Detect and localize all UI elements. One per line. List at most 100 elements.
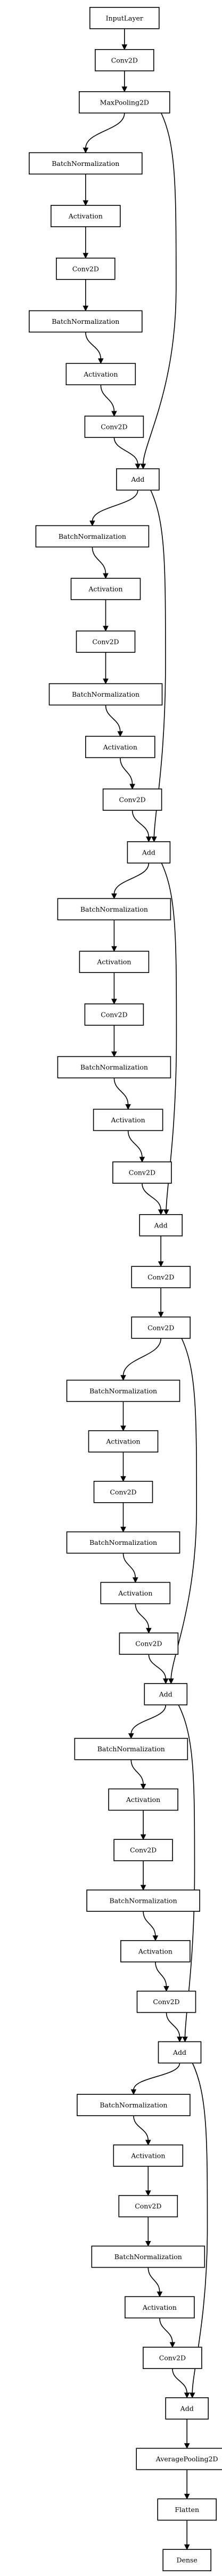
arrowhead-icon xyxy=(129,784,135,790)
node-activation: Activation xyxy=(120,1940,191,1963)
node-batchnormalization: BatchNormalization xyxy=(35,525,150,548)
arrowhead-icon xyxy=(158,1312,164,1318)
node-conv2d: Conv2D xyxy=(131,1266,191,1288)
edge xyxy=(113,437,138,465)
node-label: BatchNormalization xyxy=(97,1745,165,1753)
node-batchnormalization: BatchNormalization xyxy=(28,310,143,333)
node-box xyxy=(28,152,143,175)
edge xyxy=(131,810,150,838)
node-add: Add xyxy=(127,841,171,864)
node-batchnormalization: BatchNormalization xyxy=(48,683,163,706)
node-batchnormalization: BatchNormalization xyxy=(28,152,143,175)
node-label: Add xyxy=(159,1690,172,1698)
node-conv2d: Conv2D xyxy=(143,2347,202,2369)
edge xyxy=(113,863,150,895)
node-box xyxy=(127,841,171,864)
node-box xyxy=(165,2397,209,2420)
node-batchnormalization: BatchNormalization xyxy=(57,898,171,921)
node-label: BatchNormalization xyxy=(52,159,119,168)
node-box xyxy=(119,1632,179,1655)
node-label: Conv2D xyxy=(110,1488,136,1496)
node-box xyxy=(120,1940,191,1963)
arrowhead-icon xyxy=(145,2241,151,2247)
node-label: Activation xyxy=(88,585,122,593)
node-label: BatchNormalization xyxy=(89,1387,157,1395)
node-box xyxy=(88,1430,159,1453)
node-label: Flatten xyxy=(175,2506,199,2514)
edge xyxy=(92,547,106,575)
node-box xyxy=(93,1481,153,1503)
node-box xyxy=(79,91,170,114)
node-conv2d: Conv2D xyxy=(119,1632,179,1655)
node-activation: Activation xyxy=(100,1582,171,1605)
arrowhead-icon xyxy=(120,1375,126,1381)
node-batchnormalization: BatchNormalization xyxy=(74,1737,188,1760)
node-label: Activation xyxy=(83,370,118,378)
node-label: InputLayer xyxy=(106,14,143,22)
node-label: BatchNormalization xyxy=(114,2253,182,2261)
node-box xyxy=(48,683,163,706)
arrowhead-icon xyxy=(139,1157,145,1163)
edge xyxy=(122,1553,136,1578)
node-label: Add xyxy=(180,2404,194,2412)
node-box xyxy=(157,2498,217,2521)
arrowhead-icon xyxy=(111,1051,117,1057)
arrowhead-icon xyxy=(151,836,157,842)
node-label: Activation xyxy=(96,958,131,966)
arrowhead-icon xyxy=(120,1527,126,1533)
node-label: MaxPooling2D xyxy=(100,98,149,106)
arrowhead-icon xyxy=(184,2493,190,2500)
node-conv2d: Conv2D xyxy=(118,2195,178,2218)
arrowhead-icon xyxy=(140,1885,146,1891)
node-flatten: Flatten xyxy=(157,2498,217,2521)
node-box xyxy=(66,1531,180,1554)
node-conv2d: Conv2D xyxy=(76,631,136,653)
node-label: Activation xyxy=(103,743,137,751)
node-label: Activation xyxy=(105,1438,140,1446)
node-box xyxy=(86,1889,200,1912)
node-box xyxy=(102,788,162,811)
node-label: BatchNormalization xyxy=(59,532,126,540)
node-label: Conv2D xyxy=(72,265,99,273)
node-dense: Dense xyxy=(162,2549,212,2572)
arrowhead-icon xyxy=(189,2392,195,2398)
arrowhead-icon xyxy=(158,1261,164,1267)
node-label: Activation xyxy=(138,1947,172,1955)
node-activation: Activation xyxy=(70,578,141,600)
node-label: Conv2D xyxy=(135,1640,162,1648)
node-conv2d: Conv2D xyxy=(131,1317,191,1339)
node-label: BatchNormalization xyxy=(80,905,148,913)
node-batchnormalization: BatchNormalization xyxy=(66,1531,180,1554)
skip-connection-edge xyxy=(192,2063,208,2394)
node-box xyxy=(131,1317,191,1339)
arrowhead-icon xyxy=(111,999,117,1005)
node-label: Conv2D xyxy=(130,1846,157,1854)
node-box xyxy=(66,1379,180,1402)
arrowhead-icon xyxy=(121,44,128,50)
node-box xyxy=(56,257,116,280)
node-box xyxy=(74,1737,188,1760)
arrowhead-icon xyxy=(89,520,95,527)
arrowhead-icon xyxy=(157,2291,163,2298)
node-activation: Activation xyxy=(65,363,136,386)
edge xyxy=(92,490,138,522)
edges-layer xyxy=(83,28,208,2550)
node-label: Activation xyxy=(111,1116,145,1124)
node-label: Activation xyxy=(126,1796,160,1804)
node-activation: Activation xyxy=(79,951,150,973)
edge xyxy=(133,2116,149,2141)
node-label: Conv2D xyxy=(159,2354,186,2362)
arrowhead-icon xyxy=(184,2443,190,2449)
node-label: Add xyxy=(172,2048,186,2056)
node-box xyxy=(57,1056,171,1079)
node-label: BatchNormalization xyxy=(52,317,119,325)
node-batchnormalization: BatchNormalization xyxy=(66,1379,180,1402)
node-box xyxy=(136,2447,222,2470)
edge xyxy=(166,2012,180,2038)
node-box xyxy=(144,1683,188,1705)
node-label: BatchNormalization xyxy=(72,690,139,698)
node-conv2d: Conv2D xyxy=(95,49,154,71)
node-label: BatchNormalization xyxy=(110,1897,177,1905)
node-label: BatchNormalization xyxy=(89,1538,157,1546)
edge xyxy=(130,1759,144,1785)
